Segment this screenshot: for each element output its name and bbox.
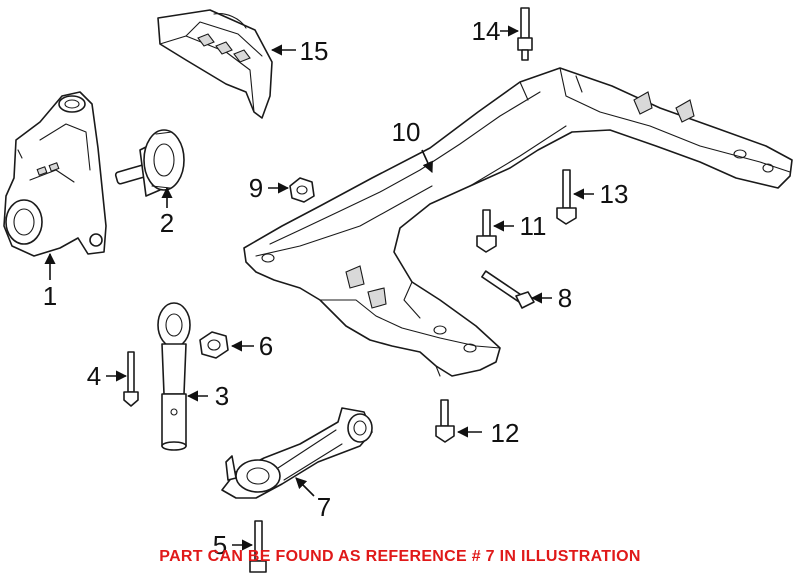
- part-6-nut: [199, 331, 229, 359]
- callout-2: 2: [160, 208, 174, 238]
- callout-9: 9: [249, 173, 263, 203]
- callout-10: 10: [392, 117, 421, 147]
- callout-14: 14: [472, 16, 501, 46]
- part-3-link-rod: [157, 302, 191, 451]
- callout-3: 3: [215, 381, 229, 411]
- leader-10: [421, 149, 433, 174]
- part-5-bolt: [249, 520, 267, 573]
- leader-lines: [44, 25, 594, 551]
- part-15-bracket: [157, 9, 273, 119]
- callout-11: 11: [520, 211, 547, 241]
- callout-4: 4: [87, 361, 101, 391]
- part-13-bolt: [556, 169, 577, 225]
- part-2-hub-bearing: [114, 129, 185, 197]
- callout-13: 13: [600, 179, 629, 209]
- callout-8: 8: [558, 283, 572, 313]
- callout-5: 5: [213, 530, 227, 560]
- callout-6: 6: [259, 331, 273, 361]
- callout-1: 1: [43, 281, 57, 311]
- part-4-bolt: [123, 351, 139, 407]
- callout-12: 12: [491, 418, 520, 448]
- part-10-subframe: [243, 67, 793, 377]
- callout-15: 15: [300, 36, 329, 66]
- part-11-bolt: [476, 209, 497, 253]
- callout-7: 7: [317, 492, 331, 522]
- part-9-nut: [289, 177, 315, 203]
- part-12-bolt: [435, 399, 455, 443]
- part-1-steering-knuckle: [3, 91, 107, 257]
- leader-7: [295, 477, 315, 497]
- part-8-bolt: [481, 270, 535, 309]
- callout-labels: 1 2 3 4 5 6 7 8 9 10 11 12 13 14 15: [43, 16, 629, 560]
- part-14-stud: [517, 7, 533, 61]
- part-7-control-arm: [221, 407, 373, 499]
